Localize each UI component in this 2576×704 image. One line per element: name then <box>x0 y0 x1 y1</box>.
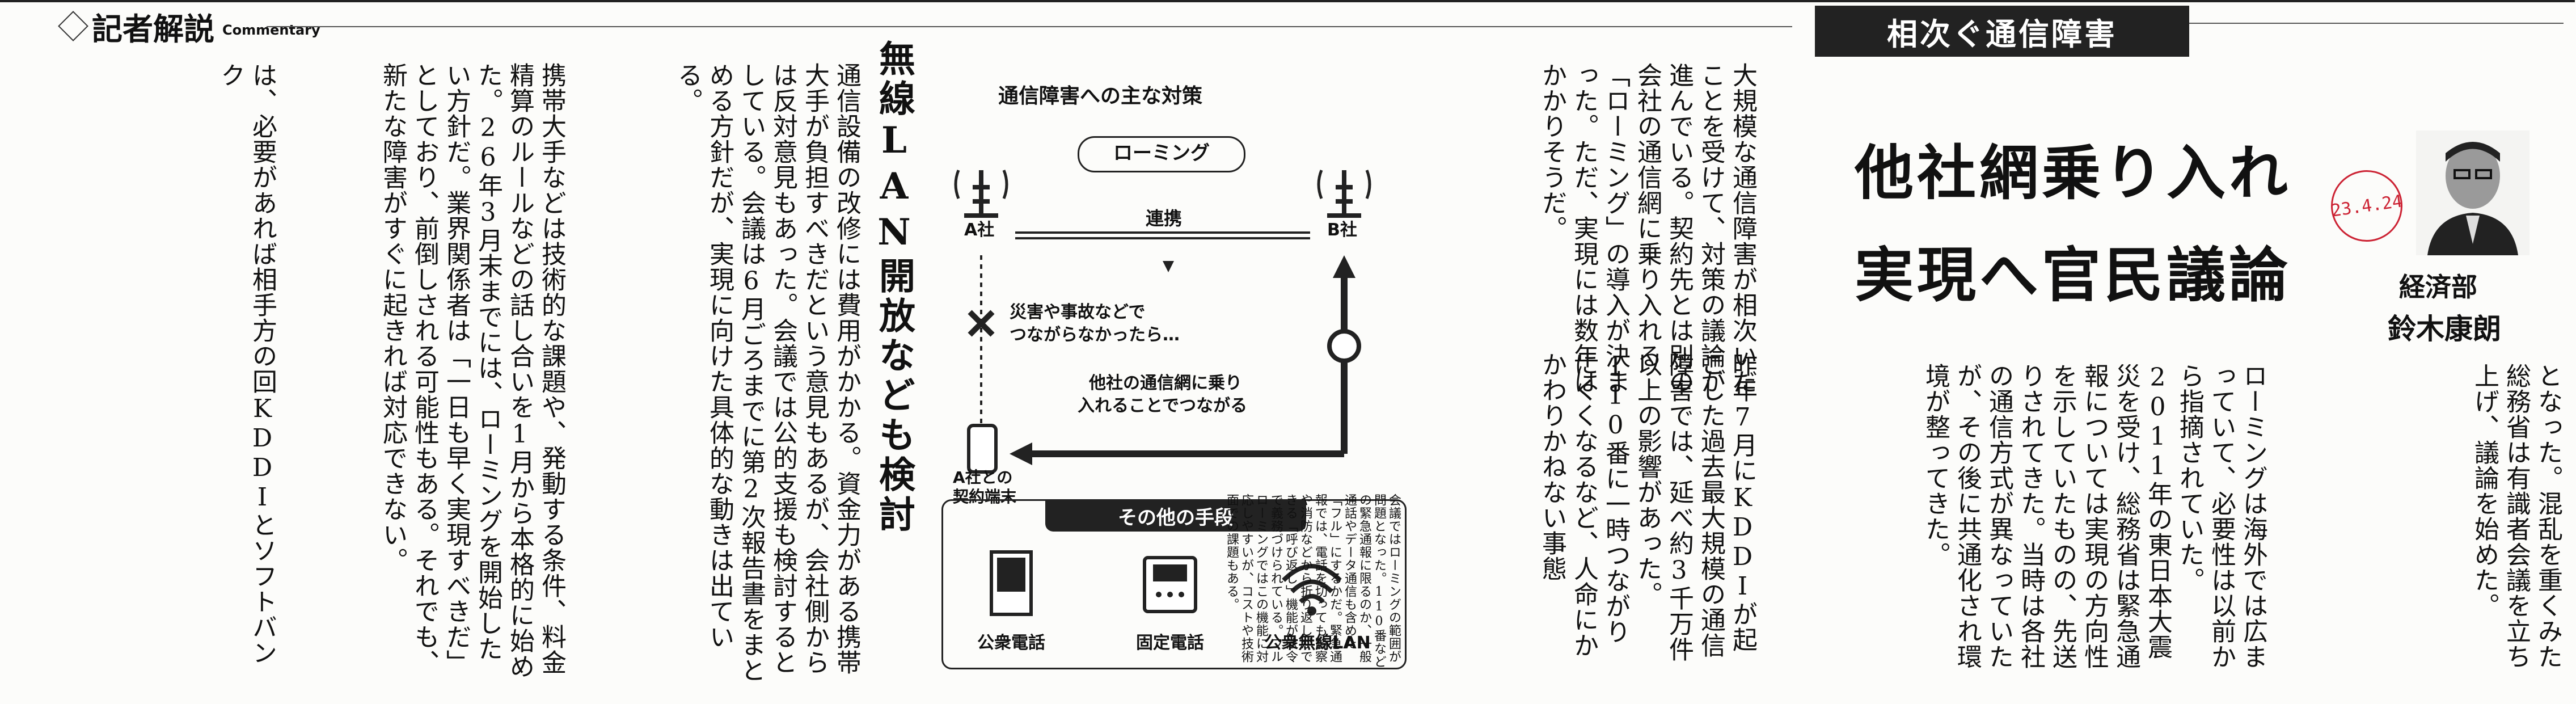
article-block-4: ローミングは海外では広まっていて、必要性は以前から指摘されていた。2011年の東… <box>1921 363 2267 669</box>
section-title: 相次ぐ通信障害 <box>1815 6 2189 57</box>
other-means-icons <box>990 550 1342 616</box>
public-phone-icon <box>990 550 1033 616</box>
right-rule <box>2189 23 2564 24</box>
roaming-pill: ローミング <box>1078 136 1245 172</box>
countermeasure-diagram: 通信障害への主な対策 ローミング A社 B社 連携 災害や事故など <box>941 68 1407 669</box>
other-means-title: その他の手段 <box>1045 500 1306 532</box>
article-block-3: となった。混乱を重くみた総務省は有識者会議を立ち上げ、議論を始めた。 <box>2470 363 2562 669</box>
masthead-title: 記者解説 <box>92 11 214 47</box>
article-block-5: 会議ではローミングの範囲が問題となった。110番などの緊急通報に限るのか、一般通… <box>1224 494 1401 668</box>
wifi-icon <box>1282 564 1342 616</box>
phone-icon <box>967 424 998 474</box>
diamond-icon <box>58 11 88 41</box>
company-a: A社 <box>964 220 995 240</box>
headline-line1: 他社網乗り入れ <box>1855 138 2292 208</box>
diagram-graphics <box>954 170 1371 474</box>
author-portrait <box>2416 130 2529 255</box>
article-block-13: は、必要があれば相手方の回KDDIとソフトバンク <box>216 62 277 665</box>
device-label-2: 契約端末 <box>953 487 1017 506</box>
other-item-3: 公衆無線LAN <box>1264 633 1371 653</box>
company-b: B社 <box>1327 220 1357 240</box>
tower-a-icon <box>954 170 1008 218</box>
device-label-1: A社との <box>953 468 1013 487</box>
masthead: 記者解説 Commentary <box>58 8 320 47</box>
article-block-12: 携帯大手などは技術的な課題や、発動する条件、料金精算のルールなどの話し合いを1月… <box>378 62 566 679</box>
article-block-2: 昨年7月にKDDIが起こした過去最大規模の通信障害では、延べ約3千万件以上の影響… <box>1538 352 1757 662</box>
subheadline: 無線LAN開放なども検討 <box>873 40 915 535</box>
headline-line2: 実現へ官民議論 <box>1855 240 2292 310</box>
roaming-text-2: 入れることでつながる <box>1078 396 1248 416</box>
article-block-1: 大規模な通信障害が相次いだことを受けて、対策の議論が進んでいる。契約先とは別の会… <box>1538 62 1757 394</box>
landline-icon <box>1143 556 1197 613</box>
byline-department: 経済部 <box>2399 272 2477 302</box>
roaming-text-1: 他社の通信網に乗り <box>1089 373 1242 393</box>
article-block-11: 通信設備の改修には費用がかかる。資金力がある携帯大手が負担すべきだという意見もあ… <box>673 62 861 683</box>
top-rule <box>267 26 1792 27</box>
diagram-title: 通信障害への主な対策 <box>998 85 1203 108</box>
tower-b-icon <box>1317 170 1371 218</box>
other-means-box: その他の手段 公衆電話 固定電話 公衆無線LAN <box>941 499 1407 669</box>
failure-text-1: 災害や事故などで <box>1010 302 1146 322</box>
other-item-1: 公衆電話 <box>977 633 1045 653</box>
link-label: 連携 <box>1146 208 1183 229</box>
failure-text-2: つながらなかったら… <box>1010 325 1180 345</box>
byline-author: 鈴木康朗 <box>2388 313 2501 345</box>
other-item-2: 固定電話 <box>1136 633 1204 653</box>
masthead-subtitle: Commentary <box>222 22 320 38</box>
